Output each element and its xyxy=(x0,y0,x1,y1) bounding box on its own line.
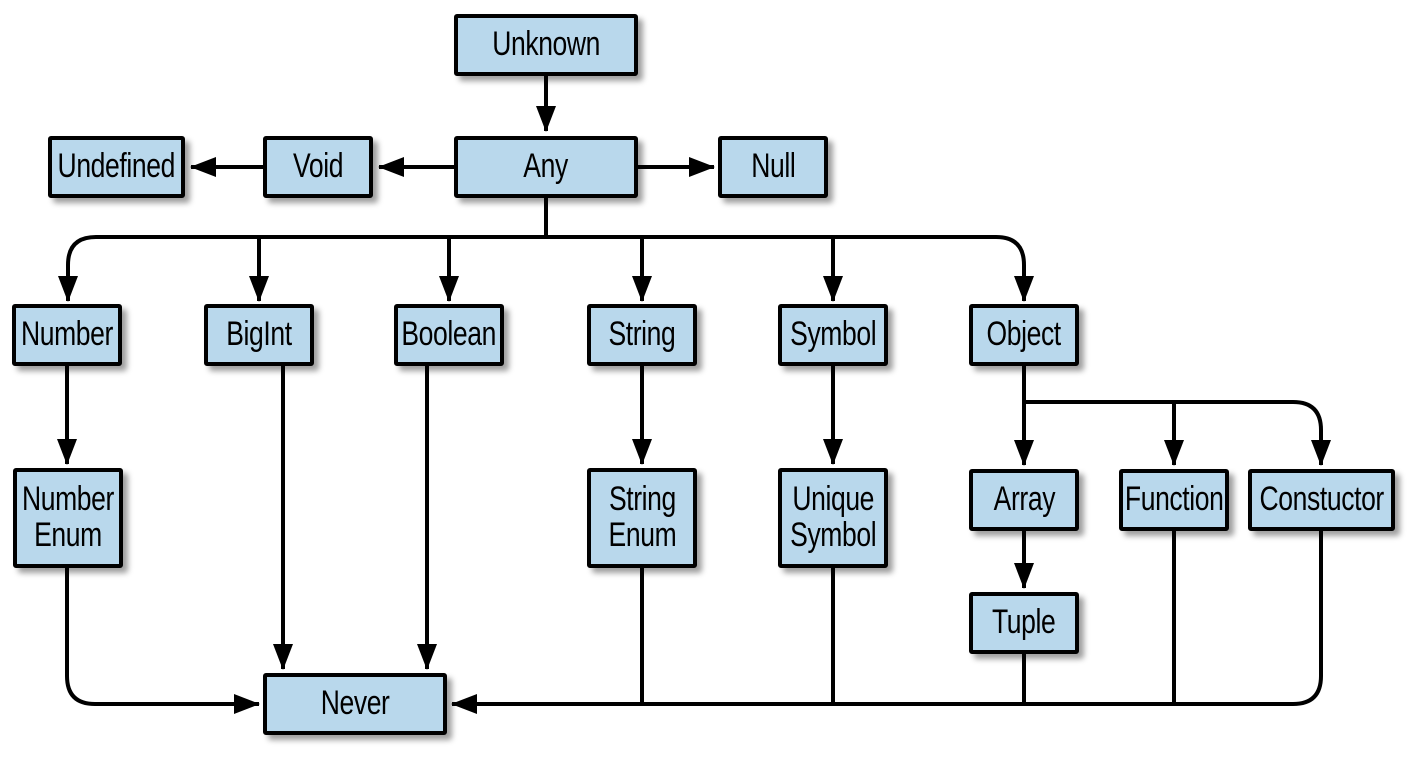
node-array: Array xyxy=(969,469,1079,531)
node-number-enum-label: Number Enum xyxy=(22,480,114,554)
node-bigint: BigInt xyxy=(204,304,314,366)
node-object-label: Object xyxy=(986,315,1062,354)
node-tuple: Tuple xyxy=(969,592,1079,654)
node-unique-symbol-label: Unique Symbol xyxy=(789,480,877,554)
node-any: Any xyxy=(454,136,638,198)
node-string-enum: String Enum xyxy=(587,468,697,568)
node-number-label: Number xyxy=(21,315,113,354)
node-unique-symbol: Unique Symbol xyxy=(778,468,888,568)
node-tuple-label: Tuple xyxy=(992,603,1056,642)
node-string-label: String xyxy=(608,315,676,354)
node-constructor-label: Constuctor xyxy=(1259,480,1384,519)
node-never: Never xyxy=(263,673,447,735)
edge-bus-number-object xyxy=(58,235,1034,302)
node-string-enum-label: String Enum xyxy=(608,480,676,554)
edge-object-subbus-constructor xyxy=(1024,400,1331,466)
node-undefined: Undefined xyxy=(48,136,185,198)
node-boolean: Boolean xyxy=(394,304,504,366)
node-unknown: Unknown xyxy=(454,14,638,76)
node-boolean-label: Boolean xyxy=(401,315,497,354)
node-string: String xyxy=(587,304,697,366)
node-bigint-label: BigInt xyxy=(226,315,292,354)
node-null: Null xyxy=(718,136,828,198)
node-number: Number xyxy=(12,304,122,366)
node-void-label: Void xyxy=(292,147,344,186)
edge-numberenum-never xyxy=(65,568,260,714)
node-array-label: Array xyxy=(993,480,1055,519)
node-symbol-label: Symbol xyxy=(789,315,877,354)
node-void: Void xyxy=(263,136,373,198)
node-never-label: Never xyxy=(320,684,390,723)
edge-constructor-bus-never xyxy=(451,531,1323,714)
node-any-label: Any xyxy=(523,147,569,186)
node-undefined-label: Undefined xyxy=(57,147,176,186)
node-constructor: Constuctor xyxy=(1248,469,1395,531)
node-unknown-label: Unknown xyxy=(492,25,600,64)
node-object: Object xyxy=(969,304,1079,366)
node-function: Function xyxy=(1119,469,1229,531)
node-null-label: Null xyxy=(750,147,796,186)
node-function-label: Function xyxy=(1124,480,1224,519)
node-symbol: Symbol xyxy=(778,304,888,366)
node-number-enum: Number Enum xyxy=(13,468,123,568)
